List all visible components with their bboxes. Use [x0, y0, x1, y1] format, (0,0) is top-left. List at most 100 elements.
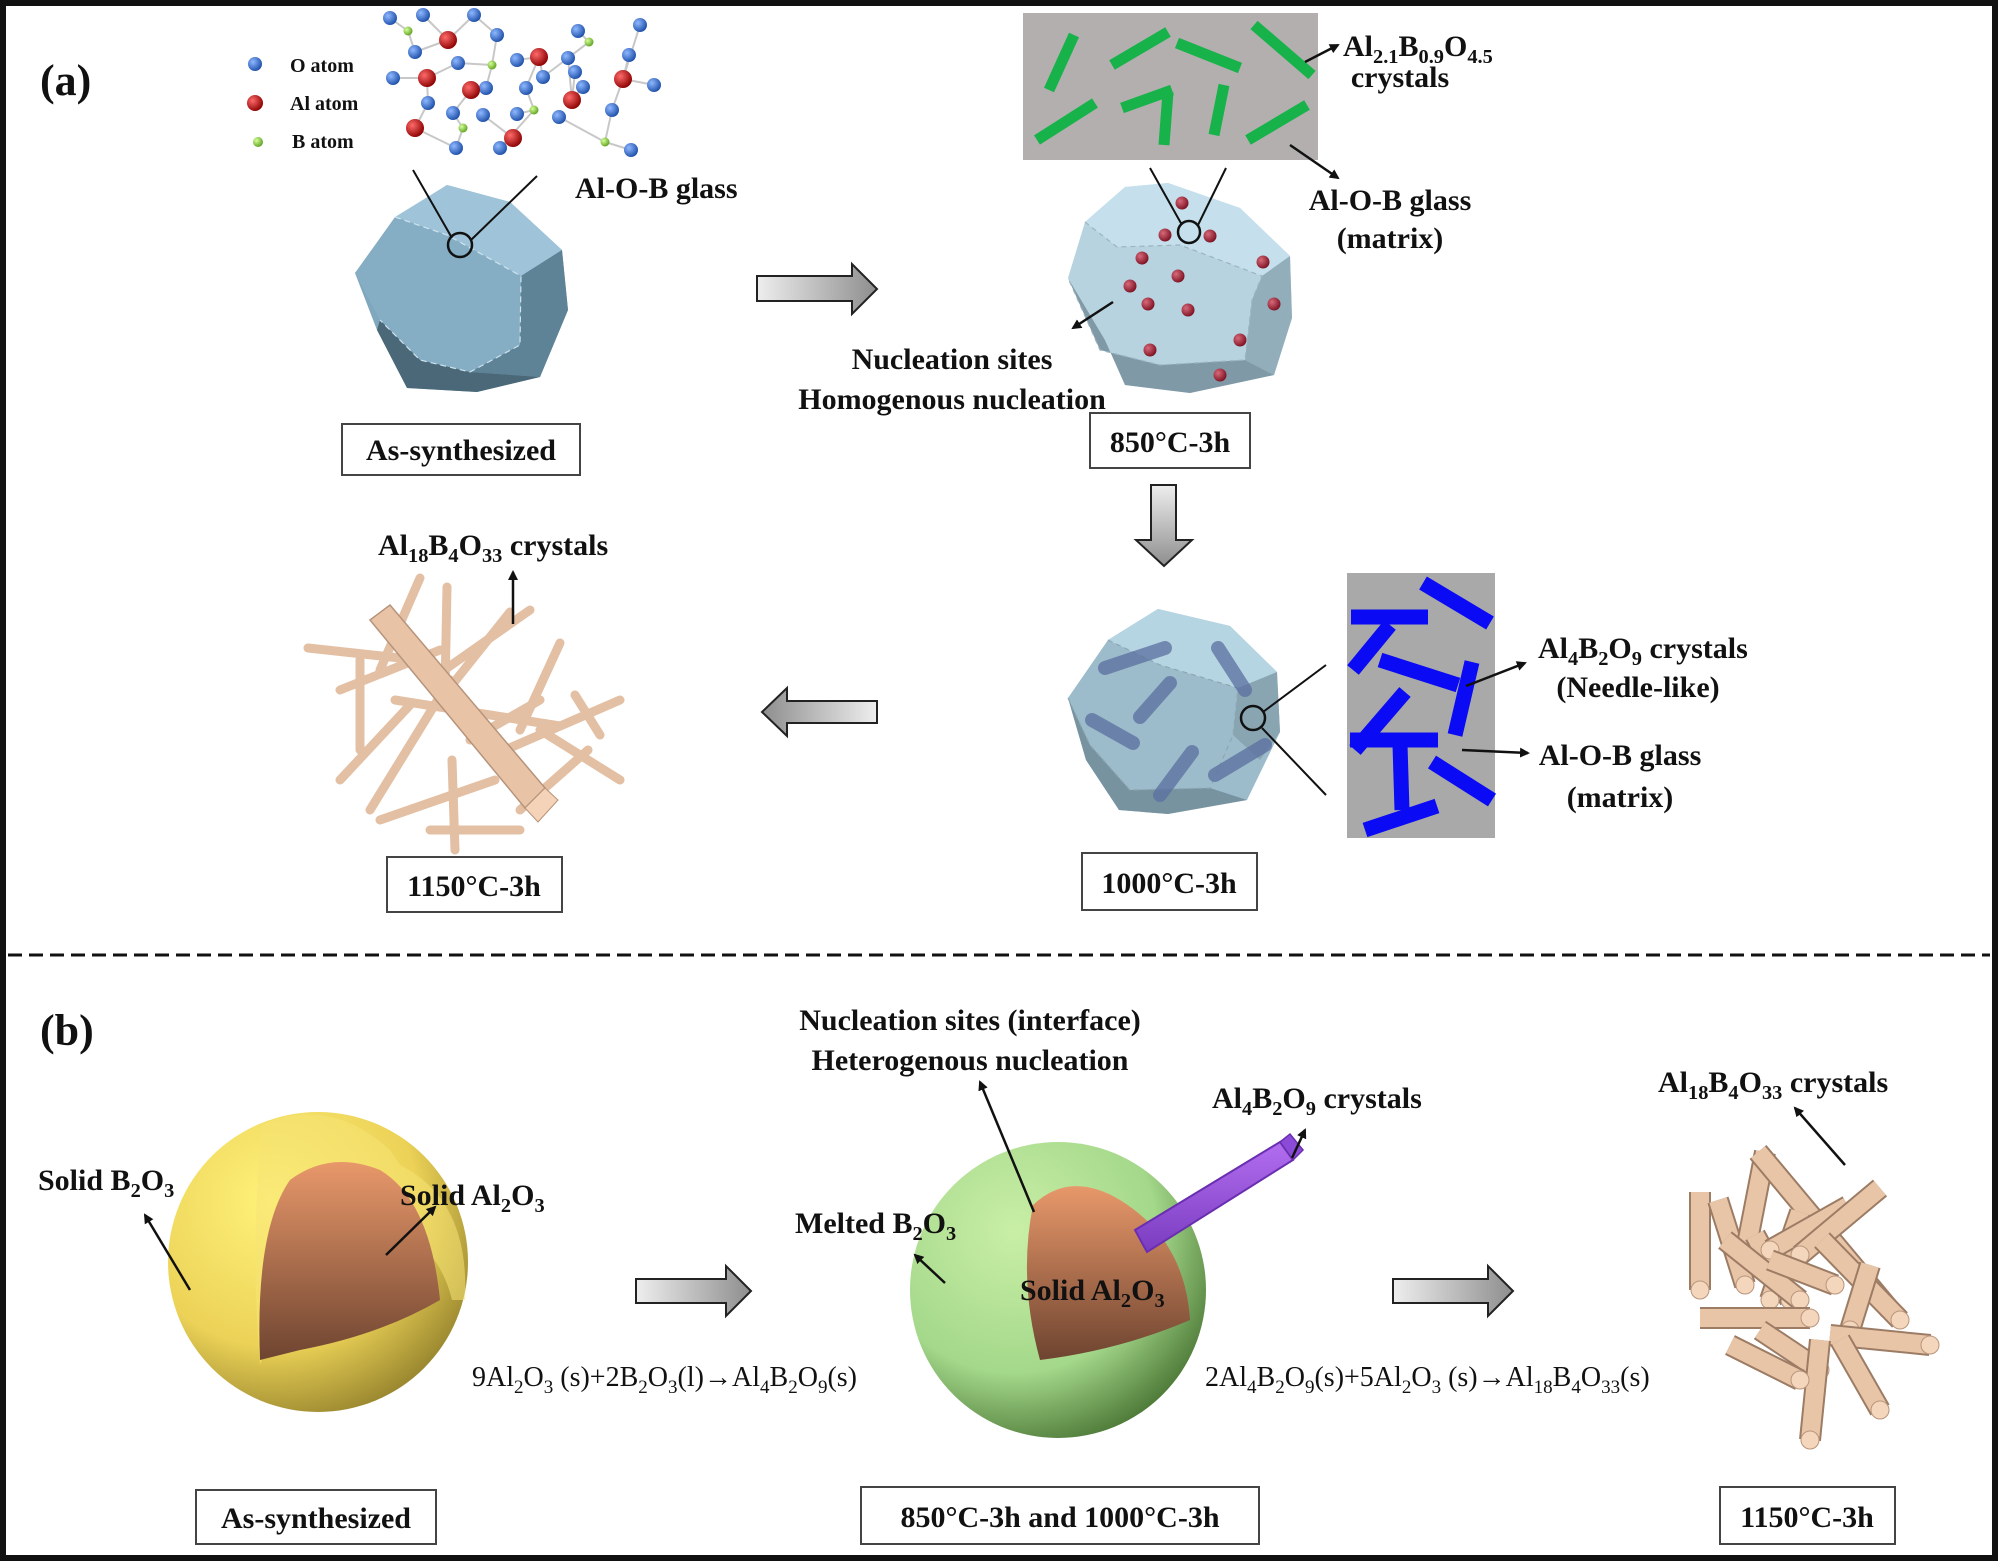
- al-atom-legend-label: Al atom: [290, 93, 359, 115]
- o-atom: [605, 103, 619, 117]
- rod-end-face: [1790, 1370, 1810, 1390]
- panel-a-label: (a): [40, 56, 91, 105]
- o-atom: [408, 45, 422, 59]
- as-synthesized-box-b: [195, 1489, 437, 1545]
- b-atom: [458, 123, 468, 133]
- nucleation-site: [1141, 297, 1155, 311]
- nucleation-site: [1171, 269, 1185, 283]
- magnifier-circle: [446, 231, 474, 259]
- process-arrow-right-a: [756, 261, 879, 317]
- o-atom: [519, 81, 533, 95]
- nucleation-site: [1203, 229, 1217, 243]
- al-atom: [614, 70, 632, 88]
- al2.1b0.9o4.5-crystal: [1043, 32, 1080, 93]
- svg-text:crystals: crystals: [1351, 61, 1449, 94]
- b-atom-legend-label: B atom: [292, 131, 354, 153]
- al18b4o33-label-a: Al18​B4​O33​ crystals: [378, 529, 608, 567]
- homogenous-nucleation-label: Homogenous nucleation: [798, 383, 1106, 416]
- matrix-850-label-line2: (matrix): [1337, 222, 1444, 255]
- nucleation-site: [1158, 228, 1172, 242]
- nucleation-site: [1181, 303, 1195, 317]
- heterogenous-nucleation-label: Heterogenous nucleation: [812, 1044, 1129, 1077]
- o-atom: [647, 78, 661, 92]
- al2.1b0.9o4.5-crystal: [1034, 98, 1098, 145]
- solid-b2o3-label: Solid B2​O3​: [38, 1164, 174, 1202]
- solid-al2o3-label-1: Solid Al2​O3​: [400, 1179, 545, 1217]
- al18b4o33-whisker: [515, 638, 565, 735]
- b-atom: [529, 105, 539, 115]
- o-atom: [479, 81, 493, 95]
- o-atom: [568, 65, 582, 79]
- o-atom: [510, 107, 524, 121]
- o-atom: [446, 106, 460, 120]
- reaction-equation-1: 9Al2​O3​ (s)+2B2​O3​(l)→Al4​B2​O9​(s): [472, 1362, 857, 1398]
- rod-end-face: [1870, 1400, 1890, 1420]
- process-arrow-right-b1: [635, 1263, 753, 1319]
- al18b4o33-rod: [1725, 1336, 1805, 1389]
- needle-like-label: (Needle-like): [1556, 671, 1719, 704]
- rod-end-face: [1690, 1280, 1710, 1300]
- al2.1b0.9o4.5-crystal: [1250, 20, 1316, 80]
- al4b2o9-needle-crystal: [1392, 744, 1410, 811]
- b-atom-legend-icon: [253, 137, 263, 147]
- al18b4o33-whisker-cluster-a: [303, 573, 625, 855]
- as-synthesized-box: [341, 423, 581, 476]
- nucleation-site: [1135, 251, 1149, 265]
- o-atom: [536, 70, 550, 84]
- polyhedron-850-nucleation: [1067, 167, 1292, 393]
- 1150-label-a: 1150°C-3h: [407, 870, 541, 903]
- al18b4o33-label-b: Al18​B4​O33​ crystals: [1658, 1066, 1888, 1104]
- al-o-b-glass-label: Al-O-B glass: [575, 172, 738, 205]
- al4b2o9-needle-label: Al4​B2​O9​ crystals: [1538, 632, 1748, 670]
- o-atom-legend-label: O atom: [290, 55, 354, 77]
- al-atom-legend-icon: [247, 95, 263, 111]
- as-synthesized-label: As-synthesized: [366, 434, 556, 467]
- as-synthesized-glass-polyhedron: [355, 169, 568, 392]
- 1000-label: 1000°C-3h: [1101, 867, 1237, 900]
- al-atom: [462, 81, 480, 99]
- rod-end-face: [1735, 1275, 1755, 1295]
- nucleation-site: [1143, 343, 1157, 357]
- al4b2o9-needle-crystal: [1419, 576, 1494, 630]
- o-atom: [490, 28, 504, 42]
- b-atom: [487, 60, 497, 70]
- solid-al2o3-label-2: Solid Al2​O3​: [1020, 1274, 1165, 1312]
- nucleation-site: [1175, 196, 1189, 210]
- al2.1b0.9o4.5-crystal: [1208, 83, 1230, 137]
- o-atom: [449, 141, 463, 155]
- al-atom: [530, 48, 548, 66]
- al18b4o33-whisker: [570, 690, 605, 740]
- b-atom: [600, 137, 610, 147]
- nucleation-site: [1233, 333, 1247, 347]
- o-atom-legend-icon: [248, 57, 262, 71]
- nucleation-site: [1267, 297, 1281, 311]
- magnifier-line-right: [470, 175, 538, 241]
- rod-end-face: [1825, 1275, 1845, 1295]
- al18b4o33-rod: [1719, 1232, 1806, 1308]
- matrix-1000-label-line1: Al-O-B glass: [1539, 739, 1702, 772]
- o-atom: [576, 80, 590, 94]
- al18b4o33-rod-cluster-b: [1689, 1106, 1940, 1450]
- al2.1b0.9o4.5-crystal: [1158, 91, 1174, 146]
- o-atom: [467, 8, 481, 22]
- al18b4o33-whisker: [447, 755, 460, 855]
- al18b4o33-rod: [1841, 1262, 1879, 1333]
- 1150-label-b: 1150°C-3h: [1740, 1501, 1874, 1534]
- nucleation-sites-label: Nucleation sites: [852, 343, 1053, 376]
- al4b2o9-needle-crystal: [1347, 620, 1396, 675]
- 850-1000-box: [860, 1486, 1260, 1545]
- al2.1b0.9o4.5-crystals-label: Al2.1​B0.9​O4.5​ crystals: [1304, 30, 1493, 94]
- al-atom: [406, 119, 424, 137]
- al18b4o33-whisker: [375, 775, 500, 825]
- core-shell-particle-as-synthesized: [143, 1112, 468, 1412]
- o-atom: [622, 48, 636, 62]
- o-atom: [386, 71, 400, 85]
- matrix-850-label-line1: Al-O-B glass: [1309, 184, 1472, 217]
- process-arrow-left-a: [760, 685, 878, 739]
- o-atom: [416, 8, 430, 22]
- al18b4o33-whisker: [335, 700, 415, 785]
- al18b4o33-whisker: [500, 695, 625, 755]
- o-atom: [383, 11, 397, 25]
- o-atom: [421, 96, 435, 110]
- nucleation-site: [1123, 279, 1137, 293]
